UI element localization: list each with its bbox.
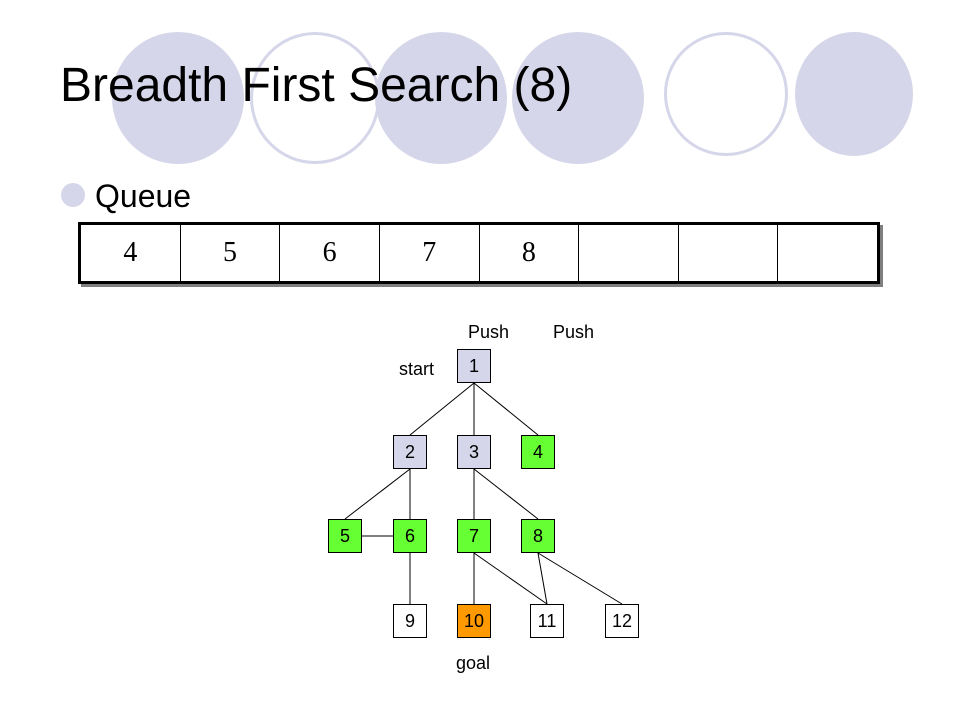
tree-node-7: 7 bbox=[457, 519, 491, 553]
tree-edge-1-4 bbox=[473, 382, 539, 436]
bullet-queue: Queue bbox=[95, 178, 192, 214]
tree-node-11: 11 bbox=[530, 604, 564, 638]
tree-node-1: 1 bbox=[457, 349, 491, 383]
queue-cell: 4 bbox=[81, 225, 181, 281]
deco-circle-3 bbox=[375, 32, 507, 164]
tree-node-9: 9 bbox=[393, 604, 427, 638]
tree-edge-8-12 bbox=[537, 552, 623, 605]
tree-node-5: 5 bbox=[328, 519, 362, 553]
tree-edge-7-11 bbox=[473, 552, 548, 605]
queue-cell: 7 bbox=[380, 225, 480, 281]
tree-node-10: 10 bbox=[457, 604, 491, 638]
queue-cell: 8 bbox=[480, 225, 580, 281]
deco-circle-1 bbox=[112, 32, 244, 164]
queue-cell: 5 bbox=[181, 225, 281, 281]
tree-edge-1-2 bbox=[409, 382, 475, 436]
tree-edge-2-5 bbox=[344, 468, 411, 520]
push-label: Push bbox=[468, 322, 510, 342]
tree-node-3: 3 bbox=[457, 435, 491, 469]
queue-table: 4 5 6 7 8 bbox=[78, 222, 880, 284]
tree-edge-8-11 bbox=[537, 552, 548, 605]
queue-cell: 6 bbox=[280, 225, 380, 281]
deco-circle-5 bbox=[664, 32, 788, 156]
slide-title: Breadth First Search (8) bbox=[60, 59, 573, 112]
deco-circle-6 bbox=[795, 32, 913, 156]
tree-node-12: 12 bbox=[605, 604, 639, 638]
deco-circle-4 bbox=[512, 32, 644, 164]
bullet-dot-icon bbox=[61, 183, 85, 207]
goal-label: goal bbox=[456, 653, 491, 673]
queue-cell bbox=[679, 225, 779, 281]
tree-node-6: 6 bbox=[393, 519, 427, 553]
tree-node-8: 8 bbox=[521, 519, 555, 553]
tree-node-4: 4 bbox=[521, 435, 555, 469]
tree-node-2: 2 bbox=[393, 435, 427, 469]
queue-cell bbox=[579, 225, 679, 281]
start-label: start bbox=[399, 359, 435, 379]
push-label: Push bbox=[553, 322, 595, 342]
tree-edge-3-8 bbox=[473, 468, 539, 520]
